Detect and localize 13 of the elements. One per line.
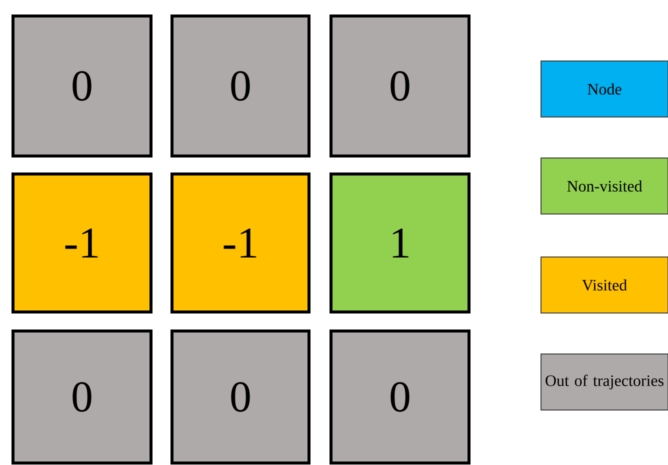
grid-cell: 0 bbox=[12, 14, 152, 158]
legend-label: Out of trajectories bbox=[546, 374, 664, 390]
grid-cell: 0 bbox=[12, 330, 152, 464]
grid-cell: -1 bbox=[12, 172, 152, 314]
grid-cell: 0 bbox=[330, 14, 470, 158]
grid-cell: 0 bbox=[330, 330, 470, 464]
grid-cell: 0 bbox=[170, 330, 310, 464]
legend-label: Node bbox=[588, 83, 622, 95]
grid-cell: -1 bbox=[170, 172, 310, 314]
grid-cell: 0 bbox=[170, 14, 310, 158]
grid-cell: 1 bbox=[330, 172, 470, 314]
legend-label: Visited bbox=[582, 279, 627, 291]
legend-label: Non-visited bbox=[567, 180, 642, 192]
